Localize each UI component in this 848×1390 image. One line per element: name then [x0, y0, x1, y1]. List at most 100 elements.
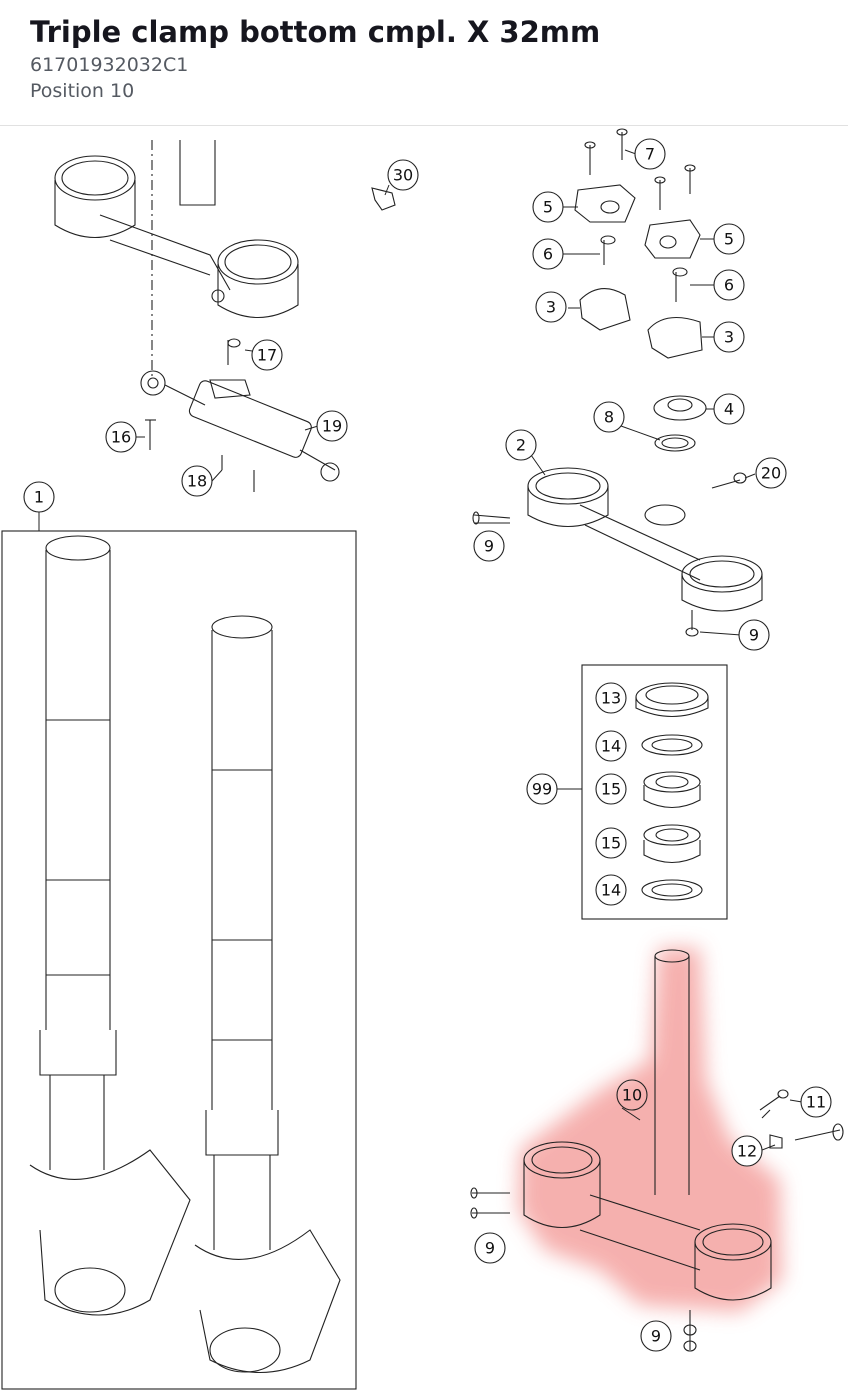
stem-nut-drawing	[653, 395, 747, 489]
callout-circle	[713, 269, 745, 301]
callout-number: 11	[806, 1093, 826, 1112]
callout-9d[interactable]: 9	[640, 1320, 672, 1352]
callout-number: 2	[516, 436, 526, 455]
lower-triple-clamp-drawing	[470, 949, 844, 1352]
callout-circle	[713, 223, 745, 255]
callout-number: 9	[485, 1239, 495, 1258]
part-number: 61701932032C1	[30, 54, 189, 76]
callout-4[interactable]: 4	[713, 393, 745, 425]
callout-circle	[251, 339, 283, 371]
callout-number: 18	[187, 472, 207, 491]
callout-number: 15	[601, 780, 621, 799]
callout-19[interactable]: 19	[316, 410, 348, 442]
callout-circle	[474, 1232, 506, 1264]
upper-triple-clamp-drawing	[54, 140, 299, 380]
callout-circle	[595, 773, 627, 805]
clip-30-drawing	[371, 187, 396, 211]
callout-9a[interactable]: 9	[473, 530, 505, 562]
callout-number: 10	[622, 1086, 642, 1105]
callout-number: 17	[257, 346, 277, 365]
callout-9c[interactable]: 9	[474, 1232, 506, 1264]
callout-circle	[532, 238, 564, 270]
callout-6b[interactable]: 6	[713, 269, 745, 301]
callout-number: 7	[645, 145, 655, 164]
callout-1[interactable]: 1	[23, 481, 55, 513]
callout-number: 6	[543, 245, 553, 264]
leader-lines	[38, 149, 803, 1151]
callout-3b[interactable]: 3	[713, 321, 745, 353]
page-header: Triple clamp bottom cmpl. X 32mm 6170193…	[0, 0, 848, 126]
callout-circle	[316, 410, 348, 442]
callout-number: 13	[601, 689, 621, 708]
callout-number: 1	[34, 488, 44, 507]
callout-circle	[713, 393, 745, 425]
callout-circle	[526, 773, 558, 805]
callout-99[interactable]: 99	[526, 773, 558, 805]
callout-circle	[593, 401, 625, 433]
callout-circle	[505, 429, 537, 461]
callout-number: 6	[724, 276, 734, 295]
callout-16[interactable]: 16	[105, 421, 137, 453]
callout-circle	[23, 481, 55, 513]
callout-3a[interactable]: 3	[535, 291, 567, 323]
fork-kit-box	[1, 530, 357, 1390]
callout-number: 5	[543, 198, 553, 217]
callout-9b[interactable]: 9	[738, 619, 770, 651]
callout-12[interactable]: 12	[731, 1135, 763, 1167]
callout-14b[interactable]: 14	[595, 874, 627, 906]
callout-circle	[800, 1086, 832, 1118]
fork-legs-drawing	[29, 535, 341, 1373]
callout-circle	[738, 619, 770, 651]
callout-circle	[595, 682, 627, 714]
callout-number: 9	[484, 537, 494, 556]
callout-number: 16	[111, 428, 131, 447]
callout-6a[interactable]: 6	[532, 238, 564, 270]
highlight-part-10	[518, 948, 782, 1312]
callout-circle	[473, 530, 505, 562]
callout-number: 5	[724, 230, 734, 249]
callout-30[interactable]: 30	[387, 159, 419, 191]
callout-13[interactable]: 13	[595, 682, 627, 714]
callout-circle	[616, 1079, 648, 1111]
position-label: Position 10	[30, 80, 135, 102]
callout-5a[interactable]: 5	[532, 191, 564, 223]
callout-5b[interactable]: 5	[713, 223, 745, 255]
callout-number: 30	[393, 166, 413, 185]
callout-circle	[387, 159, 419, 191]
callout-number: 9	[749, 626, 759, 645]
callout-number: 20	[761, 464, 781, 483]
callout-number: 3	[546, 298, 556, 317]
callout-circle	[640, 1320, 672, 1352]
callout-circle	[595, 730, 627, 762]
callout-11[interactable]: 11	[800, 1086, 832, 1118]
callout-17[interactable]: 17	[251, 339, 283, 371]
callout-10[interactable]: 10	[616, 1079, 648, 1111]
upper-clamp-right-drawing	[472, 467, 763, 637]
exploded-parts-diagram: 1233455667899991011121314141515161718192…	[1, 128, 844, 1390]
callout-number: 15	[601, 834, 621, 853]
callout-number: 19	[322, 417, 342, 436]
callout-circle	[105, 421, 137, 453]
callout-number: 99	[532, 780, 552, 799]
callout-number: 3	[724, 328, 734, 347]
handlebar-clamps-drawing	[574, 128, 703, 359]
callout-20[interactable]: 20	[755, 457, 787, 489]
callout-circle	[713, 321, 745, 353]
callout-circle	[595, 827, 627, 859]
callout-18[interactable]: 18	[181, 465, 213, 497]
callout-circle	[634, 138, 666, 170]
callout-14a[interactable]: 14	[595, 730, 627, 762]
callout-number: 9	[651, 1327, 661, 1346]
callout-8[interactable]: 8	[593, 401, 625, 433]
callout-number: 14	[601, 881, 621, 900]
callout-circle	[535, 291, 567, 323]
callout-7[interactable]: 7	[634, 138, 666, 170]
bearing-drawings	[635, 682, 709, 901]
callout-2[interactable]: 2	[505, 429, 537, 461]
callout-15b[interactable]: 15	[595, 827, 627, 859]
callout-15a[interactable]: 15	[595, 773, 627, 805]
callout-number: 12	[737, 1142, 757, 1161]
callout-circle	[532, 191, 564, 223]
callout-circle	[595, 874, 627, 906]
